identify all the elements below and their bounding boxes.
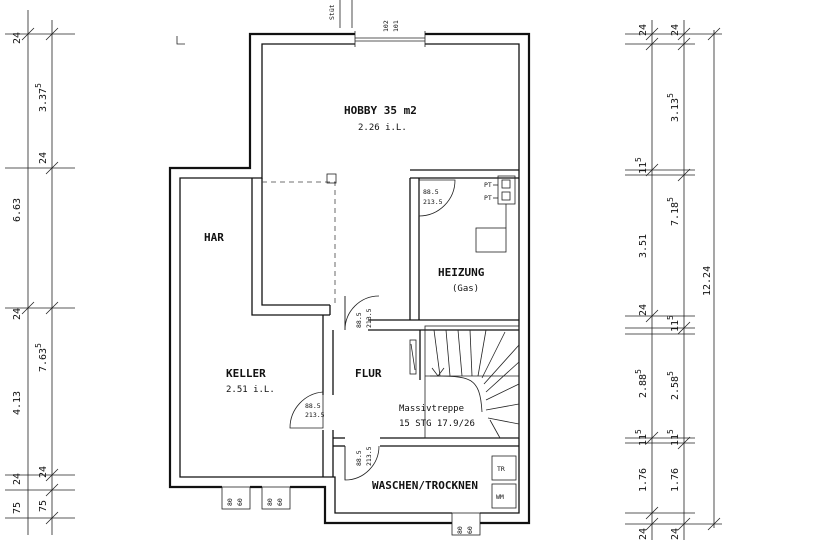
hobby-column — [326, 173, 337, 184]
stair-spec: 15 STG 17.9/26 — [399, 419, 475, 429]
tr-label: TR — [497, 465, 505, 473]
keller-window-2-h: 60 — [276, 498, 284, 506]
room-keller-name: KELLER — [226, 367, 266, 380]
waschen-window-h: 60 — [466, 526, 474, 534]
dim-left-g: 24 — [12, 473, 23, 485]
keller-window-2-w: 80 — [266, 498, 274, 506]
top-window-label-b: 101 — [392, 20, 400, 32]
door-hobby: 88.5 213.5 — [344, 295, 380, 331]
svg-text:213.5: 213.5 — [365, 308, 373, 328]
dim-left-h2: 75 — [38, 500, 49, 512]
room-waschen-name: WASCHEN/TROCKNEN — [372, 479, 478, 492]
staircase — [409, 325, 520, 439]
dim-right-e: 24 — [638, 304, 649, 316]
stuetz-label: Stüt — [328, 4, 336, 20]
dim-right-k2: 24 — [670, 528, 681, 540]
room-heizung-note: (Gas) — [452, 284, 479, 294]
dim-right-i: 115 — [634, 429, 649, 446]
door-waschen: 88.5 213.5 — [344, 445, 380, 481]
pt-label-1: PT — [484, 181, 492, 189]
stair-name: Massivtreppe — [399, 404, 464, 414]
dim-right-top-a: 24 — [638, 24, 649, 36]
dim-left-b: 6.63 — [12, 198, 23, 222]
dim-left-e: 7.635 — [34, 343, 49, 372]
svg-text:213.5: 213.5 — [305, 411, 325, 419]
right-dimension-chain: 24 24 3.135 115 7.185 3.51 24 115 2.885 … — [625, 20, 722, 540]
dim-left-top: 24 — [12, 32, 23, 44]
door-keller: 88.5 213.5 — [289, 391, 325, 429]
dim-right-c: 7.185 — [666, 197, 681, 226]
svg-text:213.5: 213.5 — [423, 198, 443, 206]
room-hobby-name: HOBBY 35 m2 — [344, 104, 417, 117]
dim-right-a: 3.135 — [666, 93, 681, 122]
room-heizung-name: HEIZUNG — [438, 266, 485, 279]
dim-left-a: 3.375 — [34, 83, 49, 112]
dim-right-total: 12.24 — [702, 266, 713, 296]
svg-text:88.5: 88.5 — [305, 402, 321, 410]
dim-left-g2: 24 — [38, 466, 49, 478]
water-heater — [475, 227, 507, 253]
dim-right-f: 115 — [666, 315, 681, 332]
waschen-window-w: 80 — [456, 526, 464, 534]
dim-left-h: 75 — [12, 502, 23, 514]
room-har-name: HAR — [204, 231, 224, 244]
pt-label-2: PT — [484, 194, 492, 202]
dim-right-j2: 1.76 — [670, 468, 681, 492]
left-dimension-chain: 24 3.375 6.63 24 24 7.635 4.13 24 24 75 … — [5, 10, 75, 535]
washing-machine — [491, 483, 517, 509]
svg-text:88.5: 88.5 — [355, 312, 363, 328]
dim-right-i2: 115 — [666, 429, 681, 446]
wm-label: WM — [496, 493, 504, 501]
dim-right-g: 2.885 — [634, 369, 649, 398]
laundry-equipment: TR WM — [491, 455, 517, 509]
dim-right-j: 1.76 — [638, 468, 649, 492]
dim-left-f: 4.13 — [12, 391, 23, 415]
hobby-dashed-opening — [262, 181, 336, 305]
svg-text:213.5: 213.5 — [365, 446, 373, 466]
svg-text:88.5: 88.5 — [355, 450, 363, 466]
svg-text:88.5: 88.5 — [423, 188, 439, 196]
top-window-label-a: 102 — [382, 20, 390, 32]
heating-equipment: PT PT — [475, 175, 516, 253]
window-labels: 102 101 Stüt 80 60 80 60 80 60 — [226, 0, 474, 534]
room-flur-name: FLUR — [355, 367, 382, 380]
room-hobby-height: 2.26 i.L. — [358, 123, 407, 133]
stair-light-switch — [409, 339, 417, 375]
keller-window-1-h: 60 — [236, 498, 244, 506]
dim-right-k: 24 — [638, 528, 649, 540]
walls — [168, 31, 531, 536]
dim-right-h: 2.585 — [666, 371, 681, 400]
dryer — [491, 455, 517, 481]
keller-window-1-w: 80 — [226, 498, 234, 506]
dim-right-b: 115 — [634, 157, 649, 174]
door-heizung: 88.5 213.5 — [418, 179, 456, 217]
corner-mark — [176, 36, 185, 45]
boiler — [497, 175, 516, 205]
dim-left-d: 24 — [12, 308, 23, 320]
dim-right-top-b: 24 — [670, 24, 681, 36]
dim-right-d: 3.51 — [638, 234, 649, 258]
dim-left-c: 24 — [38, 152, 49, 164]
room-keller-height: 2.51 i.L. — [226, 385, 275, 395]
